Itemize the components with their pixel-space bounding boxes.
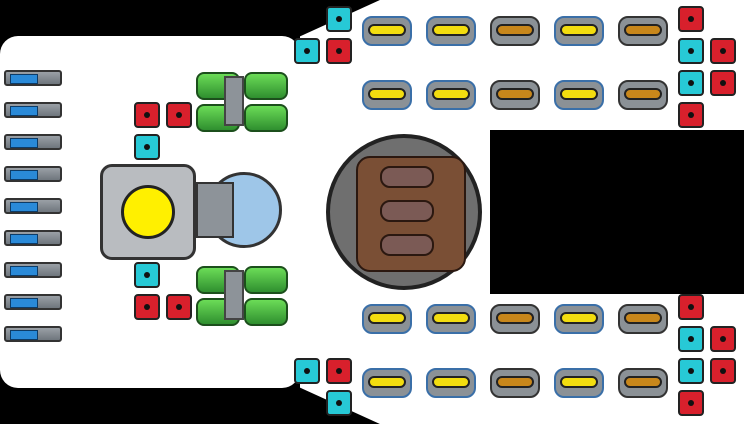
cyan-tile	[294, 358, 320, 384]
red-tile	[710, 38, 736, 64]
cyan-tile	[678, 358, 704, 384]
weapon-module	[614, 296, 672, 342]
weapon-module	[550, 360, 608, 406]
weapon-module	[486, 360, 544, 406]
battery-cell	[4, 262, 62, 278]
battery-cell	[4, 198, 62, 214]
weapon-module	[358, 360, 416, 406]
cyan-tile	[678, 326, 704, 352]
red-tile	[326, 38, 352, 64]
reactor-core	[100, 164, 196, 260]
weapon-module	[486, 8, 544, 54]
red-tile	[166, 102, 192, 128]
engine-module	[196, 168, 286, 256]
weapon-module	[550, 72, 608, 118]
cyan-tile	[326, 6, 352, 32]
battery-cell	[4, 70, 62, 86]
red-tile	[326, 358, 352, 384]
weapon-module	[358, 8, 416, 54]
battery-cell	[4, 326, 62, 342]
battery-cell	[4, 102, 62, 118]
cyan-tile	[326, 390, 352, 416]
weapon-module	[550, 8, 608, 54]
weapon-module	[422, 360, 480, 406]
energy-orb-icon	[121, 185, 175, 239]
red-tile	[678, 294, 704, 320]
red-tile	[166, 294, 192, 320]
cyan-tile	[134, 262, 160, 288]
battery-cell	[4, 166, 62, 182]
weapon-module	[486, 72, 544, 118]
battery-cell	[4, 134, 62, 150]
fuel-tank-top	[196, 68, 290, 134]
cyan-tile	[294, 38, 320, 64]
weapon-module	[614, 8, 672, 54]
cyan-tile	[678, 70, 704, 96]
red-tile	[678, 390, 704, 416]
missile-dome	[326, 134, 482, 290]
fuel-tank-bottom	[196, 262, 290, 328]
red-tile	[134, 102, 160, 128]
weapon-module	[422, 8, 480, 54]
cyan-tile	[678, 38, 704, 64]
weapon-module	[358, 72, 416, 118]
battery-cell	[4, 294, 62, 310]
weapon-module	[422, 72, 480, 118]
red-tile	[710, 326, 736, 352]
weapon-module	[614, 72, 672, 118]
weapon-module	[358, 296, 416, 342]
weapon-module	[614, 360, 672, 406]
red-tile	[678, 6, 704, 32]
red-tile	[678, 102, 704, 128]
red-tile	[134, 294, 160, 320]
weapon-module	[486, 296, 544, 342]
weapon-module	[550, 296, 608, 342]
battery-cell	[4, 230, 62, 246]
red-tile	[710, 70, 736, 96]
cyan-tile	[134, 134, 160, 160]
red-tile	[710, 358, 736, 384]
weapon-module	[422, 296, 480, 342]
